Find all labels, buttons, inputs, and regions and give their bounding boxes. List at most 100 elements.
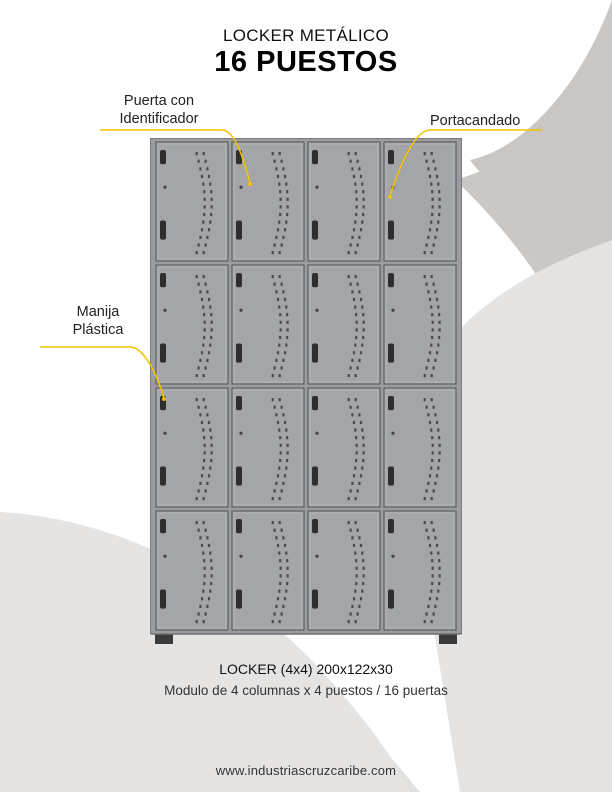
vent-hole: [356, 159, 359, 163]
vent-hole: [209, 220, 212, 224]
vent-hole: [358, 235, 361, 239]
vent-hole: [207, 420, 211, 425]
vent-hole: [286, 559, 289, 563]
locker-door: [307, 510, 381, 631]
vent-hole: [195, 497, 198, 501]
locker-frame: [150, 138, 462, 635]
vent-hole: [428, 174, 432, 179]
vent-hole: [362, 320, 365, 324]
vent-hole: [199, 167, 202, 171]
vent-hole: [204, 405, 207, 409]
vent-hole: [202, 589, 205, 593]
vent-hole: [354, 251, 357, 255]
vent-hole: [438, 205, 441, 209]
vent-hole: [435, 420, 439, 425]
vent-hole: [280, 612, 283, 616]
locker-illustration: [150, 138, 462, 644]
locker-door-panel: [307, 264, 381, 385]
vent-hole: [349, 528, 352, 532]
padlock-hasp-icon: [239, 554, 243, 558]
vent-hole: [431, 328, 434, 332]
locker-door-bevel: [385, 266, 455, 383]
vent-hole: [431, 212, 434, 217]
vent-hole: [197, 612, 200, 616]
vent-hole: [202, 152, 205, 156]
vent-hole: [430, 428, 433, 432]
locker-door-panel: [383, 510, 457, 631]
vent-hole: [351, 413, 354, 417]
vent-hole: [358, 481, 361, 485]
vent-hole: [210, 581, 213, 586]
vent-hole: [280, 528, 283, 532]
locker-door: [231, 264, 305, 385]
vent-hole: [210, 566, 213, 570]
locker-door-bevel: [233, 512, 303, 629]
vent-hole: [278, 497, 281, 501]
vent-hole: [209, 589, 212, 593]
vent-hole: [431, 574, 434, 578]
vent-hole: [435, 297, 439, 302]
callout-handle-line1: Manija: [76, 304, 120, 320]
vent-hole: [276, 297, 280, 302]
vent-hole: [352, 597, 356, 601]
vent-hole: [435, 174, 439, 179]
vent-hole: [431, 190, 434, 194]
vent-hole: [438, 320, 441, 324]
locker-door: [155, 264, 229, 385]
vent-hole: [203, 328, 206, 332]
vent-hole: [432, 405, 435, 409]
vent-hole: [276, 174, 280, 179]
vent-hole: [203, 190, 206, 194]
locker-door: [155, 387, 229, 508]
vent-hole: [209, 343, 212, 347]
vent-hole: [432, 366, 435, 370]
vent-hole: [362, 559, 365, 563]
vent-hole: [354, 620, 357, 624]
vent-hole: [432, 612, 435, 616]
vent-hole: [197, 405, 200, 409]
website-link[interactable]: www.industriascruzcaribe.com: [215, 763, 397, 778]
vent-hole: [349, 612, 352, 616]
vent-hole: [276, 228, 280, 232]
vent-hole: [280, 159, 283, 163]
vent-hole: [271, 620, 274, 624]
vent-hole: [362, 443, 365, 447]
locker-door-panel: [155, 264, 229, 385]
vent-hole: [203, 458, 206, 463]
vent-hole: [428, 597, 432, 601]
locker-handle-icon: [312, 466, 318, 486]
vent-hole: [423, 251, 426, 255]
vent-hole: [351, 167, 354, 171]
vent-hole: [202, 466, 205, 470]
vent-hole: [431, 313, 434, 317]
vent-hole: [358, 413, 361, 417]
product-description: Modulo de 4 columnas x 4 puestos / 16 pu…: [164, 683, 448, 698]
vent-hole: [204, 489, 207, 493]
vent-hole: [278, 521, 281, 525]
locker-door-panel: [307, 141, 381, 262]
vent-hole: [209, 305, 212, 309]
vent-hole: [437, 305, 440, 309]
locker-handle-icon: [388, 343, 394, 363]
vent-hole: [279, 197, 282, 201]
vent-hole: [425, 528, 428, 532]
vent-hole: [430, 305, 433, 309]
locker-handle-icon: [236, 589, 242, 609]
vent-hole: [362, 458, 365, 463]
vent-hole: [423, 275, 426, 279]
vent-hole: [362, 451, 365, 455]
vent-hole: [271, 275, 274, 279]
vent-hole: [434, 167, 437, 171]
vent-hole: [430, 343, 433, 347]
padlock-hasp-icon: [391, 185, 395, 189]
locker-hinge-icon: [160, 273, 166, 288]
vent-hole: [354, 589, 357, 593]
vent-hole: [355, 313, 358, 317]
vent-hole: [209, 551, 212, 555]
vent-hole: [199, 290, 202, 294]
vent-hole: [283, 174, 287, 179]
vent-hole: [355, 458, 358, 463]
vent-hole: [356, 366, 359, 370]
vent-hole: [285, 466, 288, 470]
vent-hole: [431, 566, 434, 570]
